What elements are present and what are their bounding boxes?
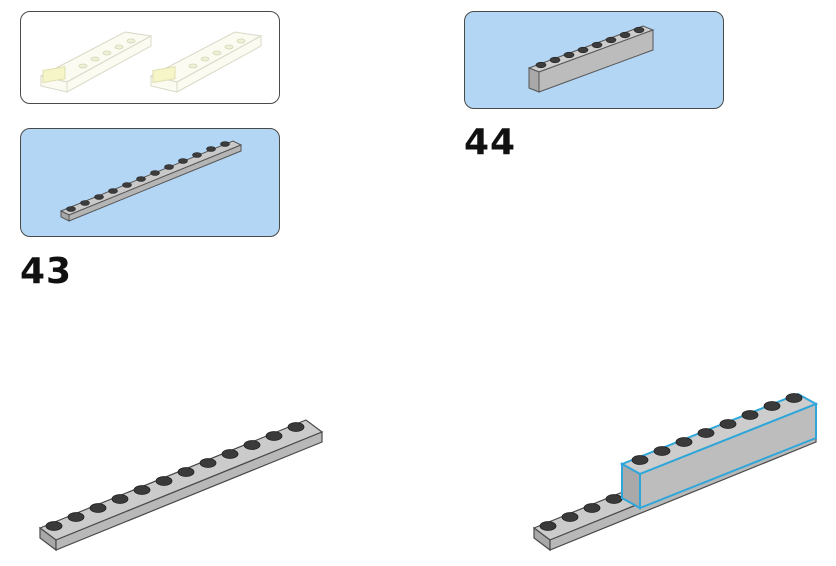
parts-callout-white-pieces <box>20 11 280 104</box>
step-43-assembly-plate <box>38 419 324 552</box>
step-number-43: 43 <box>20 251 73 292</box>
white-connector-piece-2 <box>149 31 263 93</box>
step-number-44: 44 <box>464 122 517 163</box>
new-brick-highlight <box>619 392 819 510</box>
parts-callout-plate <box>20 128 280 237</box>
parts-callout-brick <box>464 11 724 109</box>
gray-plate-1x12-icon <box>59 140 243 222</box>
white-connector-piece-1 <box>39 31 153 93</box>
gray-brick-1x8-icon <box>527 25 655 93</box>
step-44-assembly <box>532 392 819 552</box>
